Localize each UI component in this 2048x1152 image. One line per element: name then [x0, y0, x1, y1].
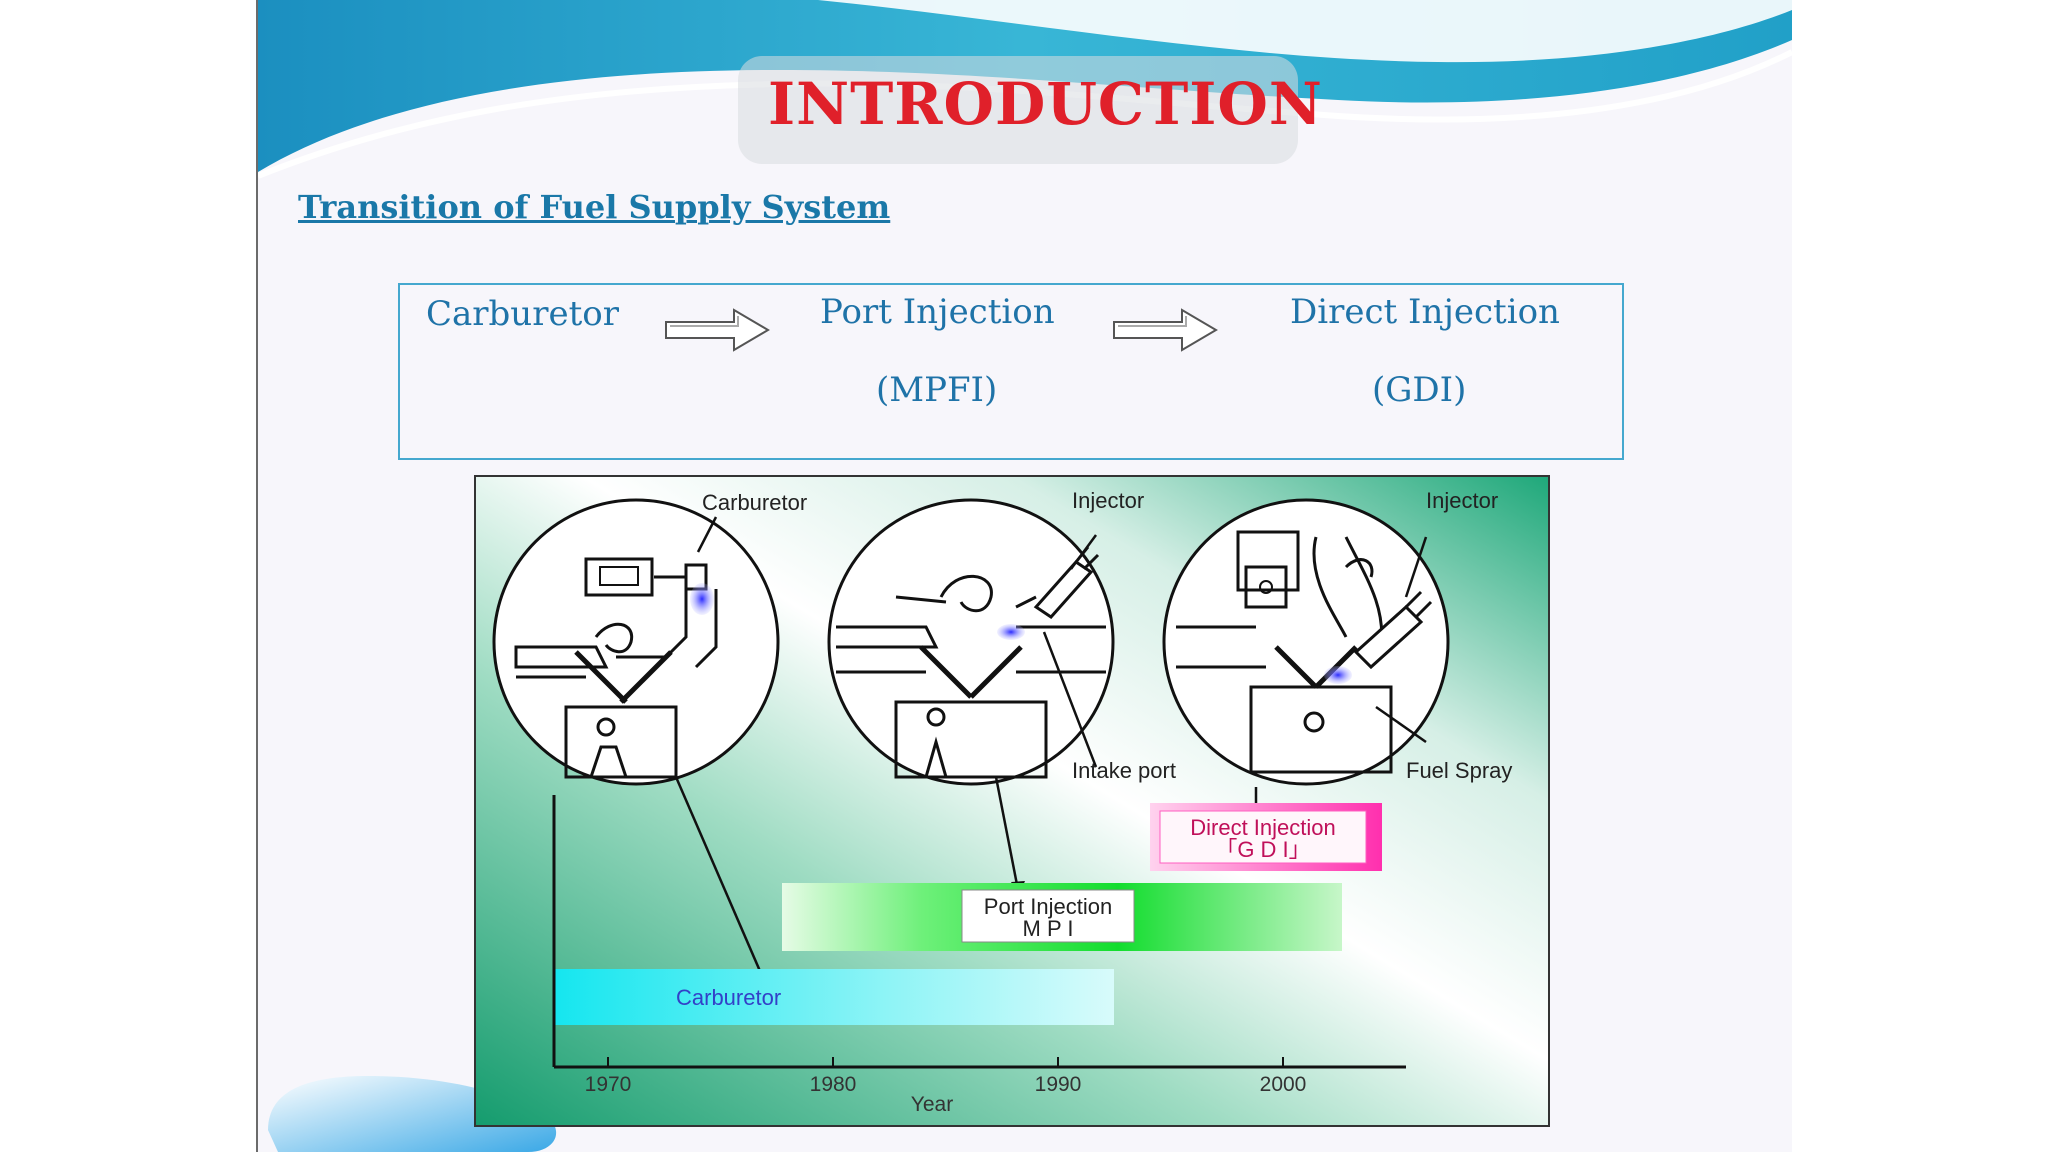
flow-step-direct-injection: Direct Injection [1290, 292, 1560, 332]
callout-fuel-spray: Fuel Spray [1406, 758, 1512, 783]
engine-diagram-direct-injection [1162, 498, 1450, 786]
flow-step-direct-injection-abbrev: (GDI) [1372, 370, 1467, 410]
timeline-bar-label-sub: 「G D I」 [1215, 837, 1310, 862]
arrow-right-icon [1113, 308, 1218, 352]
engine-diagram-carburetor [492, 498, 780, 786]
engine-diagram-port-injection [827, 498, 1115, 786]
callout-carburetor: Carburetor [702, 490, 807, 515]
arrow-right-icon [665, 308, 770, 352]
flow-step-port-injection: Port Injection [820, 292, 1055, 332]
callout-injector-port: Injector [1072, 488, 1144, 513]
callout-intake-port: Intake port [1072, 758, 1176, 783]
callout-injector-direct: Injector [1426, 488, 1498, 513]
slide-title: INTRODUCTION [768, 70, 1323, 138]
slide-left-border [256, 0, 258, 1152]
x-tick-label: 1980 [810, 1073, 857, 1096]
timeline-bar-label: Direct Injection [1190, 815, 1336, 840]
timeline-bar-label: Port Injection [984, 894, 1112, 919]
timeline-bar-carburetor: Carburetor [554, 969, 1114, 1025]
header-wave-decoration [258, 0, 1792, 179]
x-tick-label: 1990 [1035, 1073, 1082, 1096]
timeline-bar-label-sub: M P I [1023, 916, 1074, 941]
timeline-bar-label: Carburetor [676, 985, 781, 1010]
x-tick-label: 1970 [585, 1073, 632, 1096]
slide-subtitle: Transition of Fuel Supply System [298, 188, 891, 226]
x-axis-label: Year [911, 1093, 953, 1116]
flow-step-port-injection-abbrev: (MPFI) [876, 370, 998, 410]
timeline-bar-direct-injection: Direct Injection 「G D I」 [1150, 803, 1382, 871]
flow-box [398, 283, 1624, 460]
flow-step-carburetor: Carburetor [426, 294, 619, 334]
fuel-system-figure: Carburetor Injector Injector Intake port… [474, 475, 1550, 1127]
x-tick-label: 2000 [1260, 1073, 1307, 1096]
timeline-bar-port-injection: Port Injection M P I [782, 883, 1342, 951]
